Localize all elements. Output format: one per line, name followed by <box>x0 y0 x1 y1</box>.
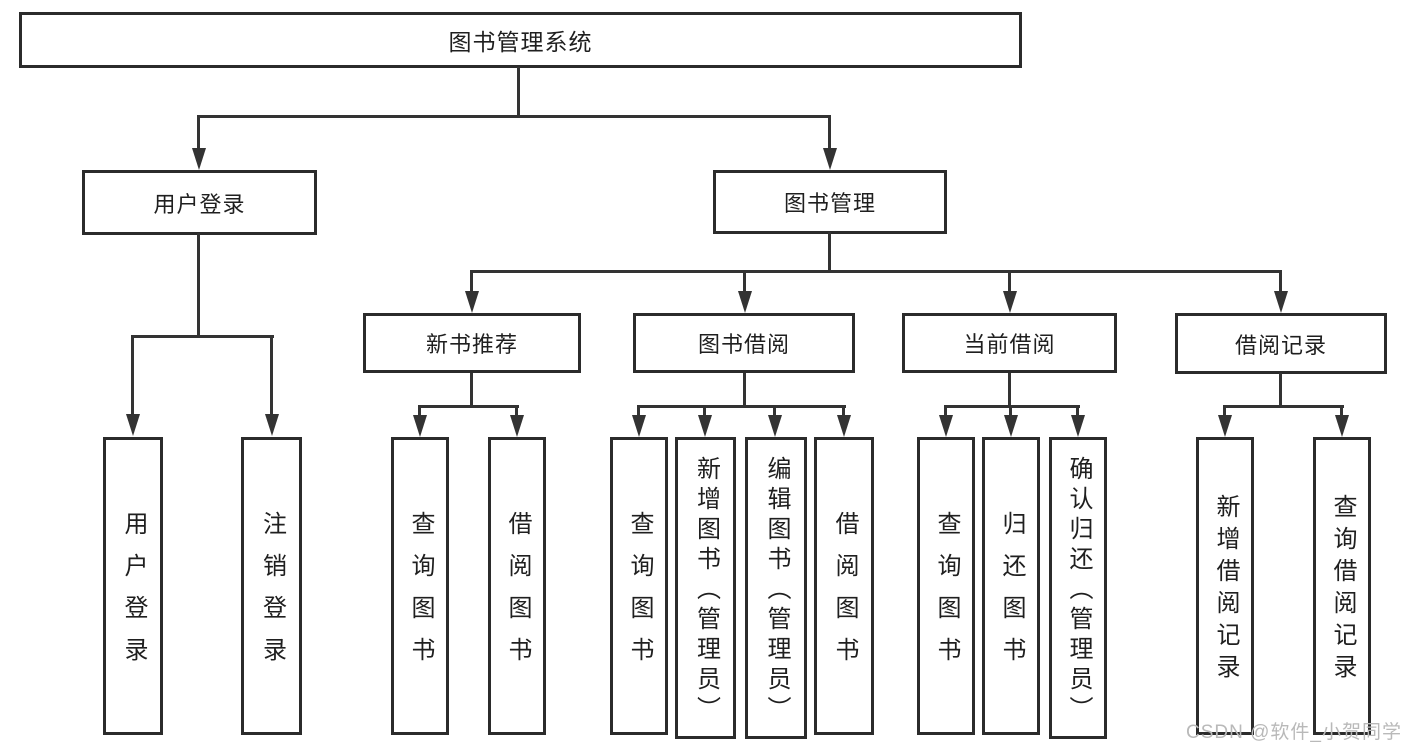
connector-current-stem <box>1008 373 1011 407</box>
connector-bookmgmt-drop-1 <box>470 272 473 293</box>
leaf-borrow-books-2-label: 借阅图书 <box>831 511 858 679</box>
connector-records-bar <box>1223 405 1344 408</box>
arrow-to-leaf-query-books-3 <box>939 415 953 437</box>
arrow-to-user-login <box>192 148 206 170</box>
connector-records-drop-2 <box>1340 407 1343 417</box>
node-user-login: 用户登录 <box>82 170 317 235</box>
connector-borrowing-drop-1 <box>637 407 640 417</box>
leaf-query-books-3-label: 查询图书 <box>933 511 960 679</box>
connector-bookmgmt-drop-4 <box>1279 272 1282 293</box>
node-root-label: 图书管理系统 <box>448 29 593 55</box>
leaf-query-borrow-record-label: 查询借阅记录 <box>1329 494 1356 686</box>
leaf-add-borrow-record: 新增借阅记录 <box>1196 437 1254 735</box>
arrow-to-leaf-add-book-admin <box>698 415 712 437</box>
leaf-add-book-admin-label: 新增图书（管理员） <box>692 456 720 726</box>
connector-borrowing-drop-2 <box>703 407 706 417</box>
connector-records-drop-1 <box>1223 407 1226 417</box>
node-book-borrowing: 图书借阅 <box>633 313 855 373</box>
connector-root-stem <box>517 67 520 117</box>
node-book-management-label: 图书管理 <box>783 191 876 216</box>
connector-userlogin-bar <box>131 335 274 338</box>
connector-bookmgmt-drop-3 <box>1008 272 1011 293</box>
leaf-borrow-books-2: 借阅图书 <box>814 437 874 735</box>
node-new-book-recommend-label: 新书推荐 <box>425 332 518 357</box>
node-book-management: 图书管理 <box>713 170 947 234</box>
arrow-to-leaf-query-books-2 <box>632 415 646 437</box>
leaf-edit-book-admin-label: 编辑图书（管理员） <box>763 456 790 726</box>
connector-root-drop-right <box>828 117 831 150</box>
leaf-add-book-admin: 新增图书（管理员） <box>675 437 736 739</box>
connector-recommend-drop-2 <box>515 407 518 417</box>
connector-bookmgmt-drop-2 <box>743 272 746 293</box>
leaf-logout-label: 注销登录 <box>258 511 286 679</box>
leaf-confirm-return-admin-label: 确认归还（管理员） <box>1065 456 1092 726</box>
arrow-to-current-borrowing <box>1003 291 1017 313</box>
node-current-borrowing-label: 当前借阅 <box>963 332 1056 357</box>
connector-recommend-stem <box>470 373 473 407</box>
connector-bookmgmt-bar <box>470 270 1282 273</box>
arrow-to-leaf-add-borrow-record <box>1218 415 1232 437</box>
arrow-to-new-book-recommend <box>465 291 479 313</box>
arrow-to-leaf-user-login <box>126 414 140 436</box>
connector-recommend-bar <box>418 405 519 408</box>
leaf-user-login: 用户登录 <box>103 437 163 735</box>
leaf-query-books-1: 查询图书 <box>391 437 449 735</box>
leaf-borrow-books-1: 借阅图书 <box>488 437 546 735</box>
leaf-return-book-label: 归还图书 <box>998 511 1025 679</box>
node-borrowing-records-label: 借阅记录 <box>1234 332 1327 358</box>
leaf-user-login-label: 用户登录 <box>120 511 147 679</box>
leaf-query-borrow-record: 查询借阅记录 <box>1313 437 1371 735</box>
arrow-to-leaf-borrow-books-2 <box>837 415 851 437</box>
arrow-to-leaf-confirm-return-admin <box>1071 415 1085 437</box>
connector-recommend-drop-1 <box>418 407 421 417</box>
connector-current-drop-3 <box>1076 407 1079 417</box>
arrow-to-book-management <box>823 148 837 170</box>
leaf-confirm-return-admin: 确认归还（管理员） <box>1049 437 1107 739</box>
arrow-to-borrowing-records <box>1274 291 1288 313</box>
node-root: 图书管理系统 <box>19 12 1022 68</box>
leaf-query-books-2-label: 查询图书 <box>626 511 653 679</box>
connector-borrowing-drop-3 <box>773 407 776 417</box>
node-borrowing-records: 借阅记录 <box>1175 313 1387 374</box>
leaf-query-books-2: 查询图书 <box>610 437 668 735</box>
leaf-add-borrow-record-label: 新增借阅记录 <box>1212 494 1239 686</box>
arrow-to-leaf-borrow-books-1 <box>510 415 524 437</box>
connector-records-stem <box>1279 373 1282 407</box>
connector-root-drop-left <box>197 117 200 150</box>
node-new-book-recommend: 新书推荐 <box>363 313 581 373</box>
node-current-borrowing: 当前借阅 <box>902 313 1117 373</box>
connector-root-bar <box>197 115 831 118</box>
connector-current-drop-2 <box>1009 407 1012 417</box>
arrow-to-book-borrowing <box>738 291 752 313</box>
connector-current-bar <box>944 405 1080 408</box>
connector-userlogin-stem <box>197 233 200 337</box>
leaf-query-books-3: 查询图书 <box>917 437 975 735</box>
connector-userlogin-drop-1 <box>131 337 134 416</box>
connector-borrowing-bar <box>637 405 846 408</box>
connector-borrowing-stem <box>743 373 746 407</box>
arrow-to-leaf-query-borrow-record <box>1335 415 1349 437</box>
node-user-login-label: 用户登录 <box>153 191 246 217</box>
arrow-to-leaf-query-books-1 <box>413 415 427 437</box>
connector-bookmgmt-stem <box>828 232 831 272</box>
connector-current-drop-1 <box>944 407 947 417</box>
arrow-to-leaf-return-book <box>1004 415 1018 437</box>
arrow-to-leaf-logout <box>265 414 279 436</box>
node-book-borrowing-label: 图书借阅 <box>697 332 790 357</box>
leaf-query-books-1-label: 查询图书 <box>407 511 434 679</box>
leaf-logout: 注销登录 <box>241 437 302 735</box>
connector-userlogin-drop-2 <box>270 337 273 416</box>
leaf-edit-book-admin: 编辑图书（管理员） <box>745 437 807 739</box>
csdn-watermark: CSDN @软件_小贺同学 <box>1186 722 1402 743</box>
arrow-to-leaf-edit-book-admin <box>768 415 782 437</box>
connector-borrowing-drop-4 <box>842 407 845 417</box>
leaf-return-book: 归还图书 <box>982 437 1040 735</box>
leaf-borrow-books-1-label: 借阅图书 <box>504 511 531 679</box>
